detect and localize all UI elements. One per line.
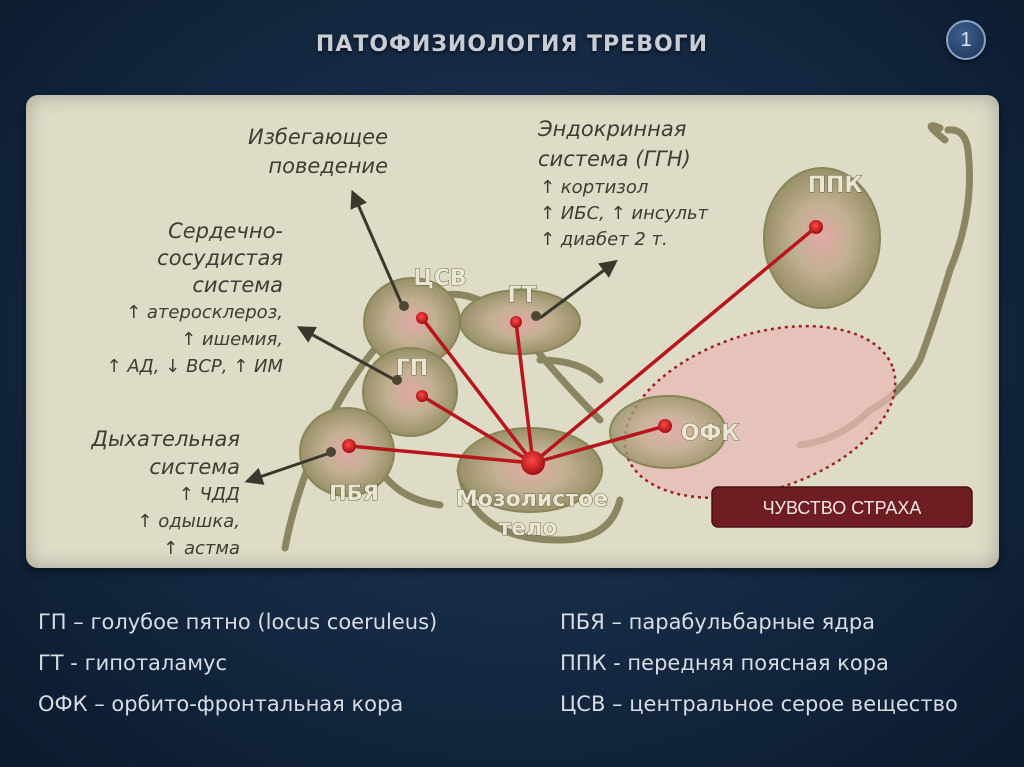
svg-text:↑ одышка,: ↑ одышка, bbox=[137, 511, 240, 532]
label-gp: ГП bbox=[396, 356, 428, 381]
svg-text:Эндокринная: Эндокринная bbox=[537, 117, 686, 141]
label-tsv: ЦСВ bbox=[413, 266, 466, 291]
svg-text:↑ АД, ↓ ВСР, ↑ ИМ: ↑ АД, ↓ ВСР, ↑ ИМ bbox=[107, 356, 284, 377]
legend-right-1: ПБЯ – парабульбарные ядра bbox=[560, 610, 875, 634]
dot-tsv bbox=[416, 312, 428, 324]
svg-text:↑ кортизол: ↑ кортизол bbox=[540, 177, 648, 198]
svg-text:система: система bbox=[192, 273, 283, 297]
dot-gt bbox=[510, 316, 522, 328]
legend-left-2: ГТ - гипоталамус bbox=[38, 651, 227, 675]
svg-text:система: система bbox=[149, 455, 240, 479]
annotation-endocrine: Эндокринная система (ГГН) ↑ кортизол ↑ И… bbox=[537, 117, 709, 250]
svg-text:↑ ишемия,: ↑ ишемия, bbox=[181, 329, 283, 350]
label-ppk: ППК bbox=[808, 173, 863, 198]
svg-text:↑ диабет 2 т.: ↑ диабет 2 т. bbox=[540, 229, 668, 250]
svg-text:сосудистая: сосудистая bbox=[157, 246, 283, 270]
svg-text:Дыхательная: Дыхательная bbox=[91, 427, 240, 451]
legend-right-3: ЦСВ – центральное серое вещество bbox=[560, 692, 958, 716]
svg-text:↑ ЧДД: ↑ ЧДД bbox=[179, 484, 240, 505]
legend-right-2: ППК - передняя поясная кора bbox=[560, 651, 889, 675]
svg-text:система (ГГН): система (ГГН) bbox=[538, 147, 691, 171]
svg-text:Сердечно-: Сердечно- bbox=[168, 219, 283, 243]
dot-ofk bbox=[658, 419, 672, 433]
label-gt: ГТ bbox=[507, 283, 536, 308]
label-pby: ПБЯ bbox=[329, 481, 379, 505]
dot-pby bbox=[342, 439, 356, 453]
svg-text:поведение: поведение bbox=[268, 154, 388, 178]
dot-gp bbox=[416, 390, 428, 402]
dot-ppk bbox=[809, 220, 823, 234]
svg-text:↑ ИБС, ↑ инсульт: ↑ ИБС, ↑ инсульт bbox=[540, 203, 709, 224]
label-ofk: ОФК bbox=[681, 421, 740, 446]
svg-text:↑ астма: ↑ астма bbox=[163, 538, 240, 559]
annotation-respiratory: Дыхательная система ↑ ЧДД ↑ одышка, ↑ ас… bbox=[91, 427, 240, 559]
svg-text:Избегающее: Избегающее bbox=[248, 125, 388, 149]
annotation-cardio: Сердечно- сосудистая система ↑ атероскле… bbox=[107, 219, 284, 377]
annotation-avoidance: Избегающее поведение bbox=[248, 125, 388, 178]
label-corpus-2: тело bbox=[499, 516, 558, 541]
fear-label-text: ЧУВСТВО СТРАХА bbox=[763, 498, 922, 518]
legend-left-3: ОФК – орбито-фронтальная кора bbox=[38, 692, 403, 716]
dot-corpus bbox=[521, 451, 545, 475]
svg-text:↑ атеросклероз,: ↑ атеросклероз, bbox=[126, 302, 283, 323]
label-corpus-1: Мозолистое bbox=[456, 487, 608, 512]
legend-left-1: ГП – голубое пятно (locus coeruleus) bbox=[38, 610, 437, 634]
